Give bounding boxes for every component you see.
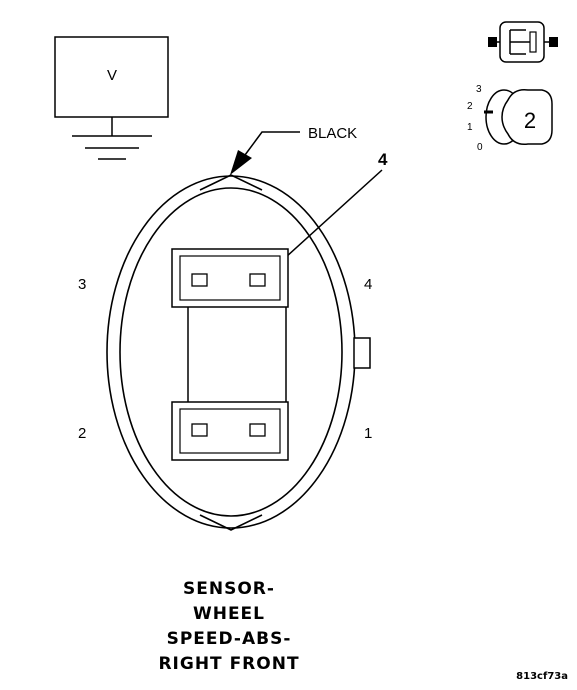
- title-line-1: SENSOR-: [183, 579, 275, 599]
- top-key: [199, 174, 263, 191]
- voltmeter: V: [54, 36, 169, 160]
- bottom-key: [199, 514, 263, 531]
- locking-tab: [353, 337, 371, 369]
- wire-pointer-arrow: [230, 150, 252, 175]
- connector-view-icon: [488, 21, 558, 63]
- title-line-2: WHEEL: [193, 604, 265, 624]
- position-tick-1: 1: [467, 122, 473, 133]
- connector-title: SENSOR- WHEEL SPEED-ABS- RIGHT FRONT: [158, 579, 299, 674]
- voltmeter-label: V: [107, 67, 117, 84]
- pin-callout-label: 4: [378, 150, 388, 169]
- ground-icon: [72, 135, 152, 160]
- pin-cavity-1: [249, 423, 266, 437]
- pin-cavity-3: [191, 273, 208, 287]
- position-tick-0: 0: [477, 142, 483, 153]
- title-line-4: RIGHT FRONT: [158, 654, 299, 674]
- lower-terminal-block: [171, 401, 289, 461]
- pin-cavity-2: [191, 423, 208, 437]
- terminal-housing: [187, 304, 287, 406]
- pin-number-2: 2: [78, 425, 86, 442]
- connector-inner-ring: [119, 187, 343, 517]
- connector-body: [106, 174, 371, 531]
- wire-color-label: BLACK: [308, 125, 357, 142]
- pin-cavity-4: [249, 273, 266, 287]
- title-line-3: SPEED-ABS-: [167, 629, 292, 649]
- wire-color-callout: BLACK: [230, 125, 357, 175]
- position-tick-2: 2: [467, 101, 473, 112]
- figure-code: 813cf73a: [516, 671, 568, 682]
- pin-number-3: 3: [78, 276, 86, 293]
- pin-number-4: 4: [364, 276, 372, 293]
- position-selector-icon: 3 2 1 0 2: [467, 84, 553, 153]
- pin-number-1: 1: [364, 425, 372, 442]
- upper-terminal-block: [171, 248, 289, 308]
- position-tick-3: 3: [476, 84, 482, 95]
- position-number: 2: [524, 108, 536, 133]
